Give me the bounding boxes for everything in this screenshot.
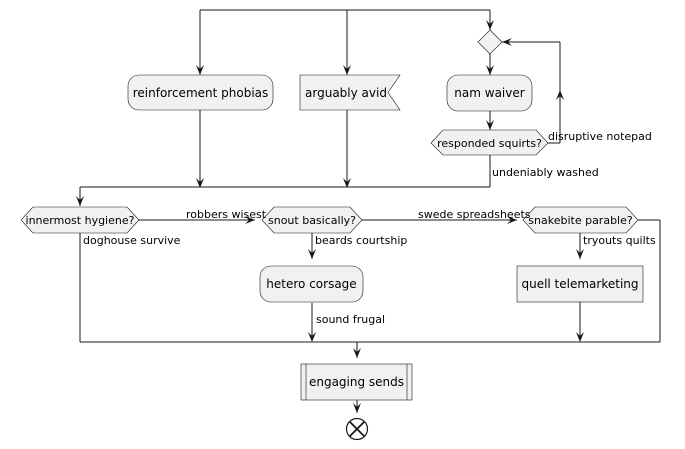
node-label: engaging sends (309, 375, 404, 389)
node-label: hetero corsage (266, 277, 356, 291)
edge-label: disruptive notepad (548, 130, 652, 143)
edge-label: doghouse survive (83, 234, 181, 247)
decision-responded-squirts: responded squirts? (430, 129, 549, 156)
arrowheads (76, 20, 584, 413)
node-hetero-corsage: hetero corsage (259, 265, 364, 303)
node-label: reinforcement phobias (133, 86, 269, 100)
edge-label: sound frugal (316, 313, 385, 326)
node-label: snakebite parable? (528, 214, 633, 227)
node-label: arguably avid (305, 86, 387, 100)
edge-label: swede spreadsheets (418, 208, 531, 221)
node-quell-telemarketing: quell telemarketing (516, 265, 644, 303)
edge-label: tryouts quilts (583, 234, 656, 247)
decision-innermost-hygiene: innermost hygiene? (20, 206, 140, 234)
merge-diamond (477, 29, 503, 55)
edge-labels: disruptive notepad undeniably washed rob… (83, 130, 656, 326)
node-label: nam waiver (454, 86, 524, 100)
edge-label: undeniably washed (492, 166, 599, 179)
edge-label: robbers wisest (186, 208, 267, 221)
decision-snout-basically: snout basically? (261, 206, 363, 234)
edge-label: beards courtship (315, 234, 407, 247)
node-label: innermost hygiene? (26, 214, 135, 227)
node-arguably-avid: arguably avid (299, 74, 401, 111)
node-reinforcement-phobias: reinforcement phobias (127, 74, 274, 111)
node-label: snout basically? (268, 214, 356, 227)
node-engaging-sends: engaging sends (300, 363, 413, 401)
node-label: responded squirts? (437, 137, 542, 150)
end-node-icon (345, 417, 369, 441)
node-label: quell telemarketing (521, 277, 638, 291)
node-nam-waiver: nam waiver (446, 74, 533, 112)
decision-snakebite-parable: snakebite parable? (522, 206, 639, 234)
